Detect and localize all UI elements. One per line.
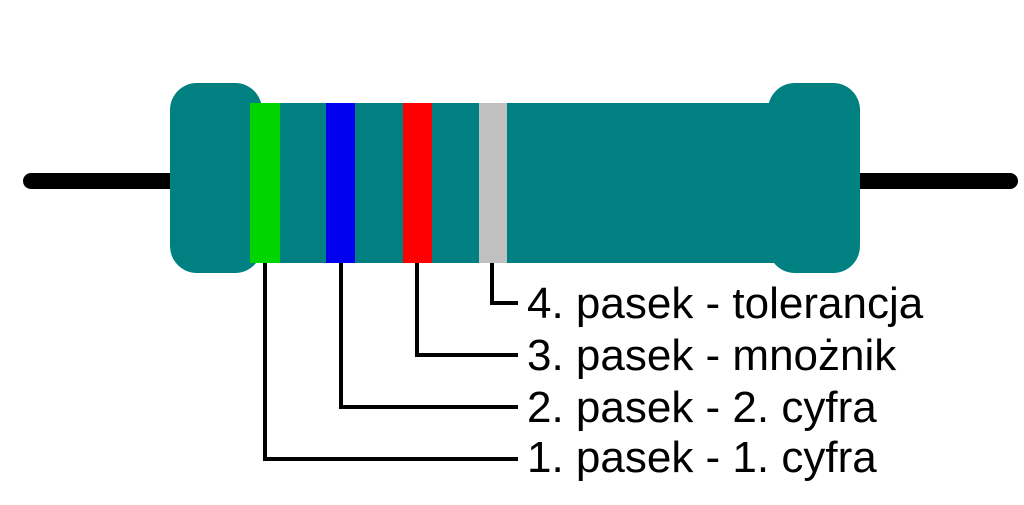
label-band-1-first-digit: 1. pasek - 1. cyfra — [527, 433, 877, 482]
label-band-3-multiplier: 3. pasek - mnożnik — [527, 331, 897, 380]
color-band-2-blue — [326, 103, 355, 263]
label-band-2-second-digit: 2. pasek - 2. cyfra — [527, 383, 877, 432]
color-band-4-silver — [479, 103, 507, 263]
label-band-4-tolerance: 4. pasek - tolerancja — [527, 279, 924, 328]
color-band-3-red — [403, 103, 432, 263]
color-band-1-green — [250, 103, 280, 263]
callout-line-band-1 — [263, 263, 518, 461]
callout-line-band-2 — [339, 263, 518, 409]
callout-line-band-4 — [490, 263, 518, 305]
callout-line-band-3 — [415, 263, 518, 357]
